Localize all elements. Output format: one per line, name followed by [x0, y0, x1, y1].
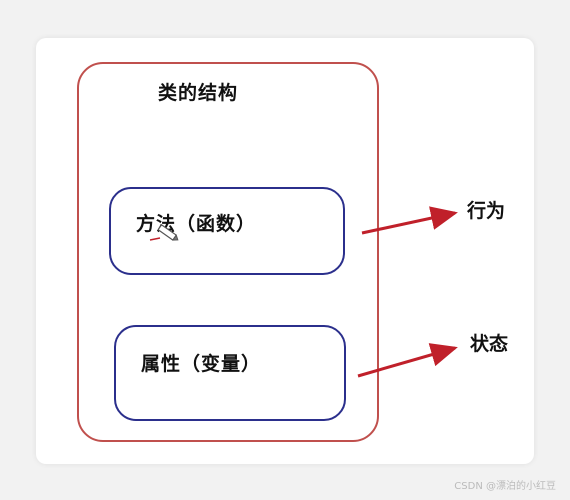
methods-box — [109, 187, 345, 275]
slide-card — [36, 38, 534, 464]
state-label: 状态 — [470, 333, 509, 355]
pen-cursor-icon — [157, 224, 179, 241]
class-structure-box — [77, 62, 379, 442]
properties-box — [114, 325, 346, 421]
properties-label: 属性（变量） — [141, 353, 262, 375]
behavior-label: 行为 — [467, 200, 506, 222]
class-structure-title: 类的结构 — [158, 82, 239, 104]
watermark: CSDN @漂泊的小红豆 — [454, 481, 556, 492]
methods-label: 方法（函数） — [136, 213, 257, 235]
